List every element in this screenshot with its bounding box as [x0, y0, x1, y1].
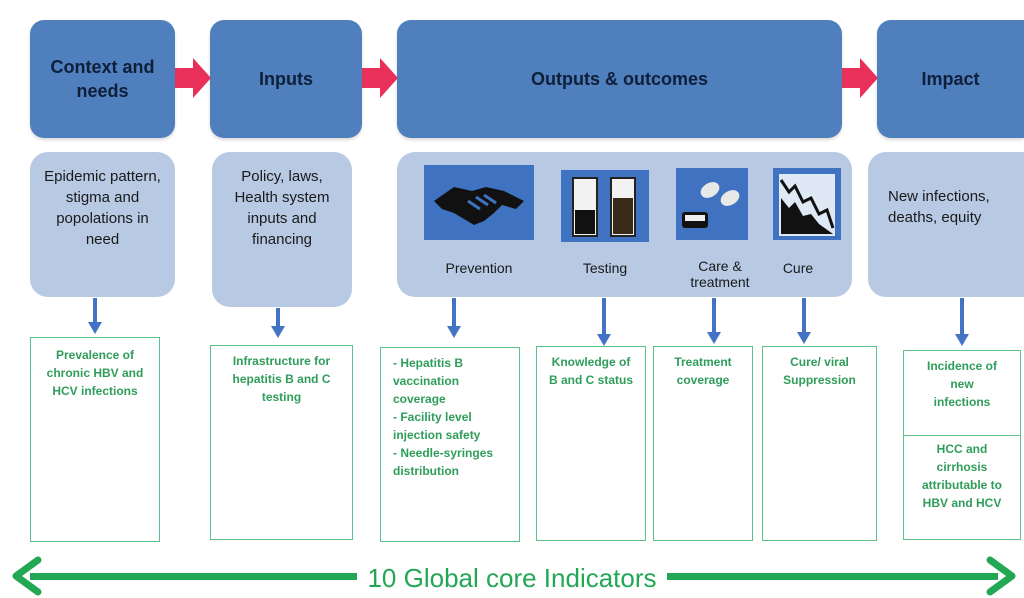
indicator-prevalence-text: Prevalence of chronic HBV and HCV infect…	[46, 348, 144, 398]
box-context: Epidemic pattern, stigma and popolations…	[30, 152, 175, 297]
indicator-infrastructure: Infrastructure for hepatitis B and C tes…	[210, 345, 353, 540]
icon-label-prevention: Prevention	[445, 260, 513, 276]
box-inputs: Policy, laws, Health system inputs and f…	[212, 152, 352, 307]
test-tubes-icon	[561, 170, 649, 242]
down-arrow-icon	[597, 298, 611, 346]
indicator-infrastructure-text: Infrastructure for hepatitis B and C tes…	[232, 354, 331, 404]
down-arrow-icon	[707, 298, 721, 344]
indicator-cure-text: Cure/ viral Suppression	[783, 355, 856, 387]
icon-label-cure: Cure	[782, 260, 814, 276]
indicator-incidence-text: Incidence of new infections	[926, 359, 997, 409]
icon-label-testing: Testing	[582, 260, 628, 276]
indicator-treatment: Treatment coverage	[653, 346, 753, 541]
box-impact-text: New infections, deaths, equity	[888, 188, 990, 226]
header-impact: Impact	[877, 20, 1024, 138]
indicator-prevention: - Hepatitis B vaccination coverage - Fac…	[380, 347, 520, 542]
indicator-knowledge-text: Knowledge of B and C status	[549, 355, 634, 387]
header-outputs-label: Outputs & outcomes	[530, 69, 708, 89]
header-context: Context and needs	[30, 20, 175, 138]
down-arrow-icon	[955, 298, 969, 346]
header-context-label: Context and needs	[50, 57, 155, 101]
indicator-hcc-text: HCC and cirrhosis attributable to HBV an…	[922, 442, 1002, 510]
icon-label-care: Care & treatment	[690, 258, 750, 290]
header-inputs-label: Inputs	[259, 69, 313, 89]
down-arrow-icon	[447, 298, 461, 338]
down-arrow-icon	[88, 298, 102, 334]
header-outputs: Outputs & outcomes	[397, 20, 842, 138]
indicator-needle-text: - Needle-syringes distribution	[393, 446, 494, 478]
pills-icon	[676, 168, 748, 240]
red-arrow-icon	[842, 58, 878, 98]
indicator-incidence: Incidence of new infections	[903, 350, 1021, 436]
indicator-hcc: HCC and cirrhosis attributable to HBV an…	[903, 435, 1021, 540]
indicator-injection-text: - Facility level injection safety	[393, 410, 481, 442]
indicator-prevalence: Prevalence of chronic HBV and HCV infect…	[30, 337, 160, 542]
header-impact-label: Impact	[921, 69, 980, 89]
indicator-treatment-text: Treatment coverage	[674, 355, 732, 387]
double-arrow-icon	[12, 556, 1016, 596]
declining-chart-icon	[773, 168, 841, 240]
box-impact: New infections, deaths, equity	[868, 152, 1024, 297]
indicator-cure: Cure/ viral Suppression	[762, 346, 877, 541]
indicator-knowledge: Knowledge of B and C status	[536, 346, 646, 541]
header-inputs: Inputs	[210, 20, 362, 138]
box-context-text: Epidemic pattern, stigma and popolations…	[44, 168, 161, 248]
indicator-vaccination-text: - Hepatitis B vaccination coverage	[393, 356, 464, 406]
red-arrow-icon	[362, 58, 398, 98]
down-arrow-icon	[271, 308, 285, 338]
handshake-icon	[424, 165, 534, 240]
red-arrow-icon	[175, 58, 211, 98]
box-inputs-text: Policy, laws, Health system inputs and f…	[234, 168, 330, 248]
down-arrow-icon	[797, 298, 811, 344]
